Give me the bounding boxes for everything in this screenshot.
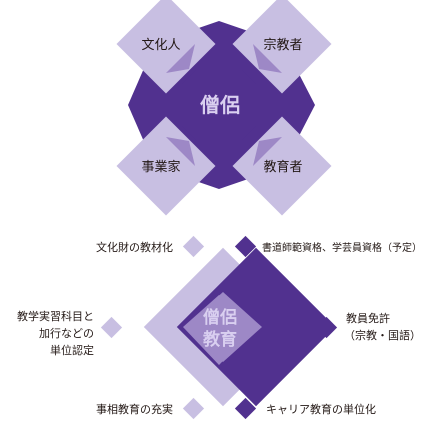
top-diagram: 文化人 宗教者 事業家 教育者 僧侶 [116, 0, 332, 216]
marker-light-top [182, 235, 205, 258]
role-diamond-bottom-left [116, 116, 216, 216]
role-label-bottom-right: 教育者 [263, 159, 302, 175]
octagon-core [182, 70, 256, 140]
item-ritual-education: 事相教育の充実 [96, 402, 173, 416]
center-label-line1: 僧侶 [203, 307, 237, 328]
overlap-bottom-right [253, 137, 282, 166]
item-credits-line3: 単位認定 [50, 343, 94, 357]
center-label-monk: 僧侶 [200, 93, 240, 117]
role-label-top-left: 文化人 [141, 38, 180, 53]
education-overlap-core [184, 292, 262, 362]
role-diamond-bottom-right [232, 116, 332, 216]
item-qualifications: 書道師範資格、学芸員資格（予定） [262, 241, 422, 254]
item-teaching-license-line1: 教員免許 [346, 311, 390, 325]
overlap-top-left [166, 44, 195, 73]
item-teaching-license-line2: （宗教・国語） [344, 328, 421, 342]
overlap-top-right [253, 44, 282, 73]
role-label-top-right: 宗教者 [263, 37, 302, 53]
center-label-line2: 教育 [202, 329, 237, 350]
item-credits-line2: 加行などの [39, 327, 94, 340]
item-career-education: キャリア教育の単位化 [266, 402, 376, 416]
marker-light-bottom [182, 397, 205, 420]
marker-light-left [100, 316, 123, 339]
marker-dark-top [234, 235, 257, 258]
role-diamond-top-left [116, 0, 216, 94]
overlap-bottom-left [166, 137, 195, 166]
bottom-diagram: 文化財の教材化 書道師範資格、学芸員資格（予定） 教学実習科目と 加行などの 単… [17, 235, 422, 420]
item-cultural-assets: 文化財の教材化 [96, 240, 173, 254]
role-label-bottom-left: 事業家 [141, 159, 180, 175]
item-credits-line1: 教学実習科目と [17, 309, 94, 323]
